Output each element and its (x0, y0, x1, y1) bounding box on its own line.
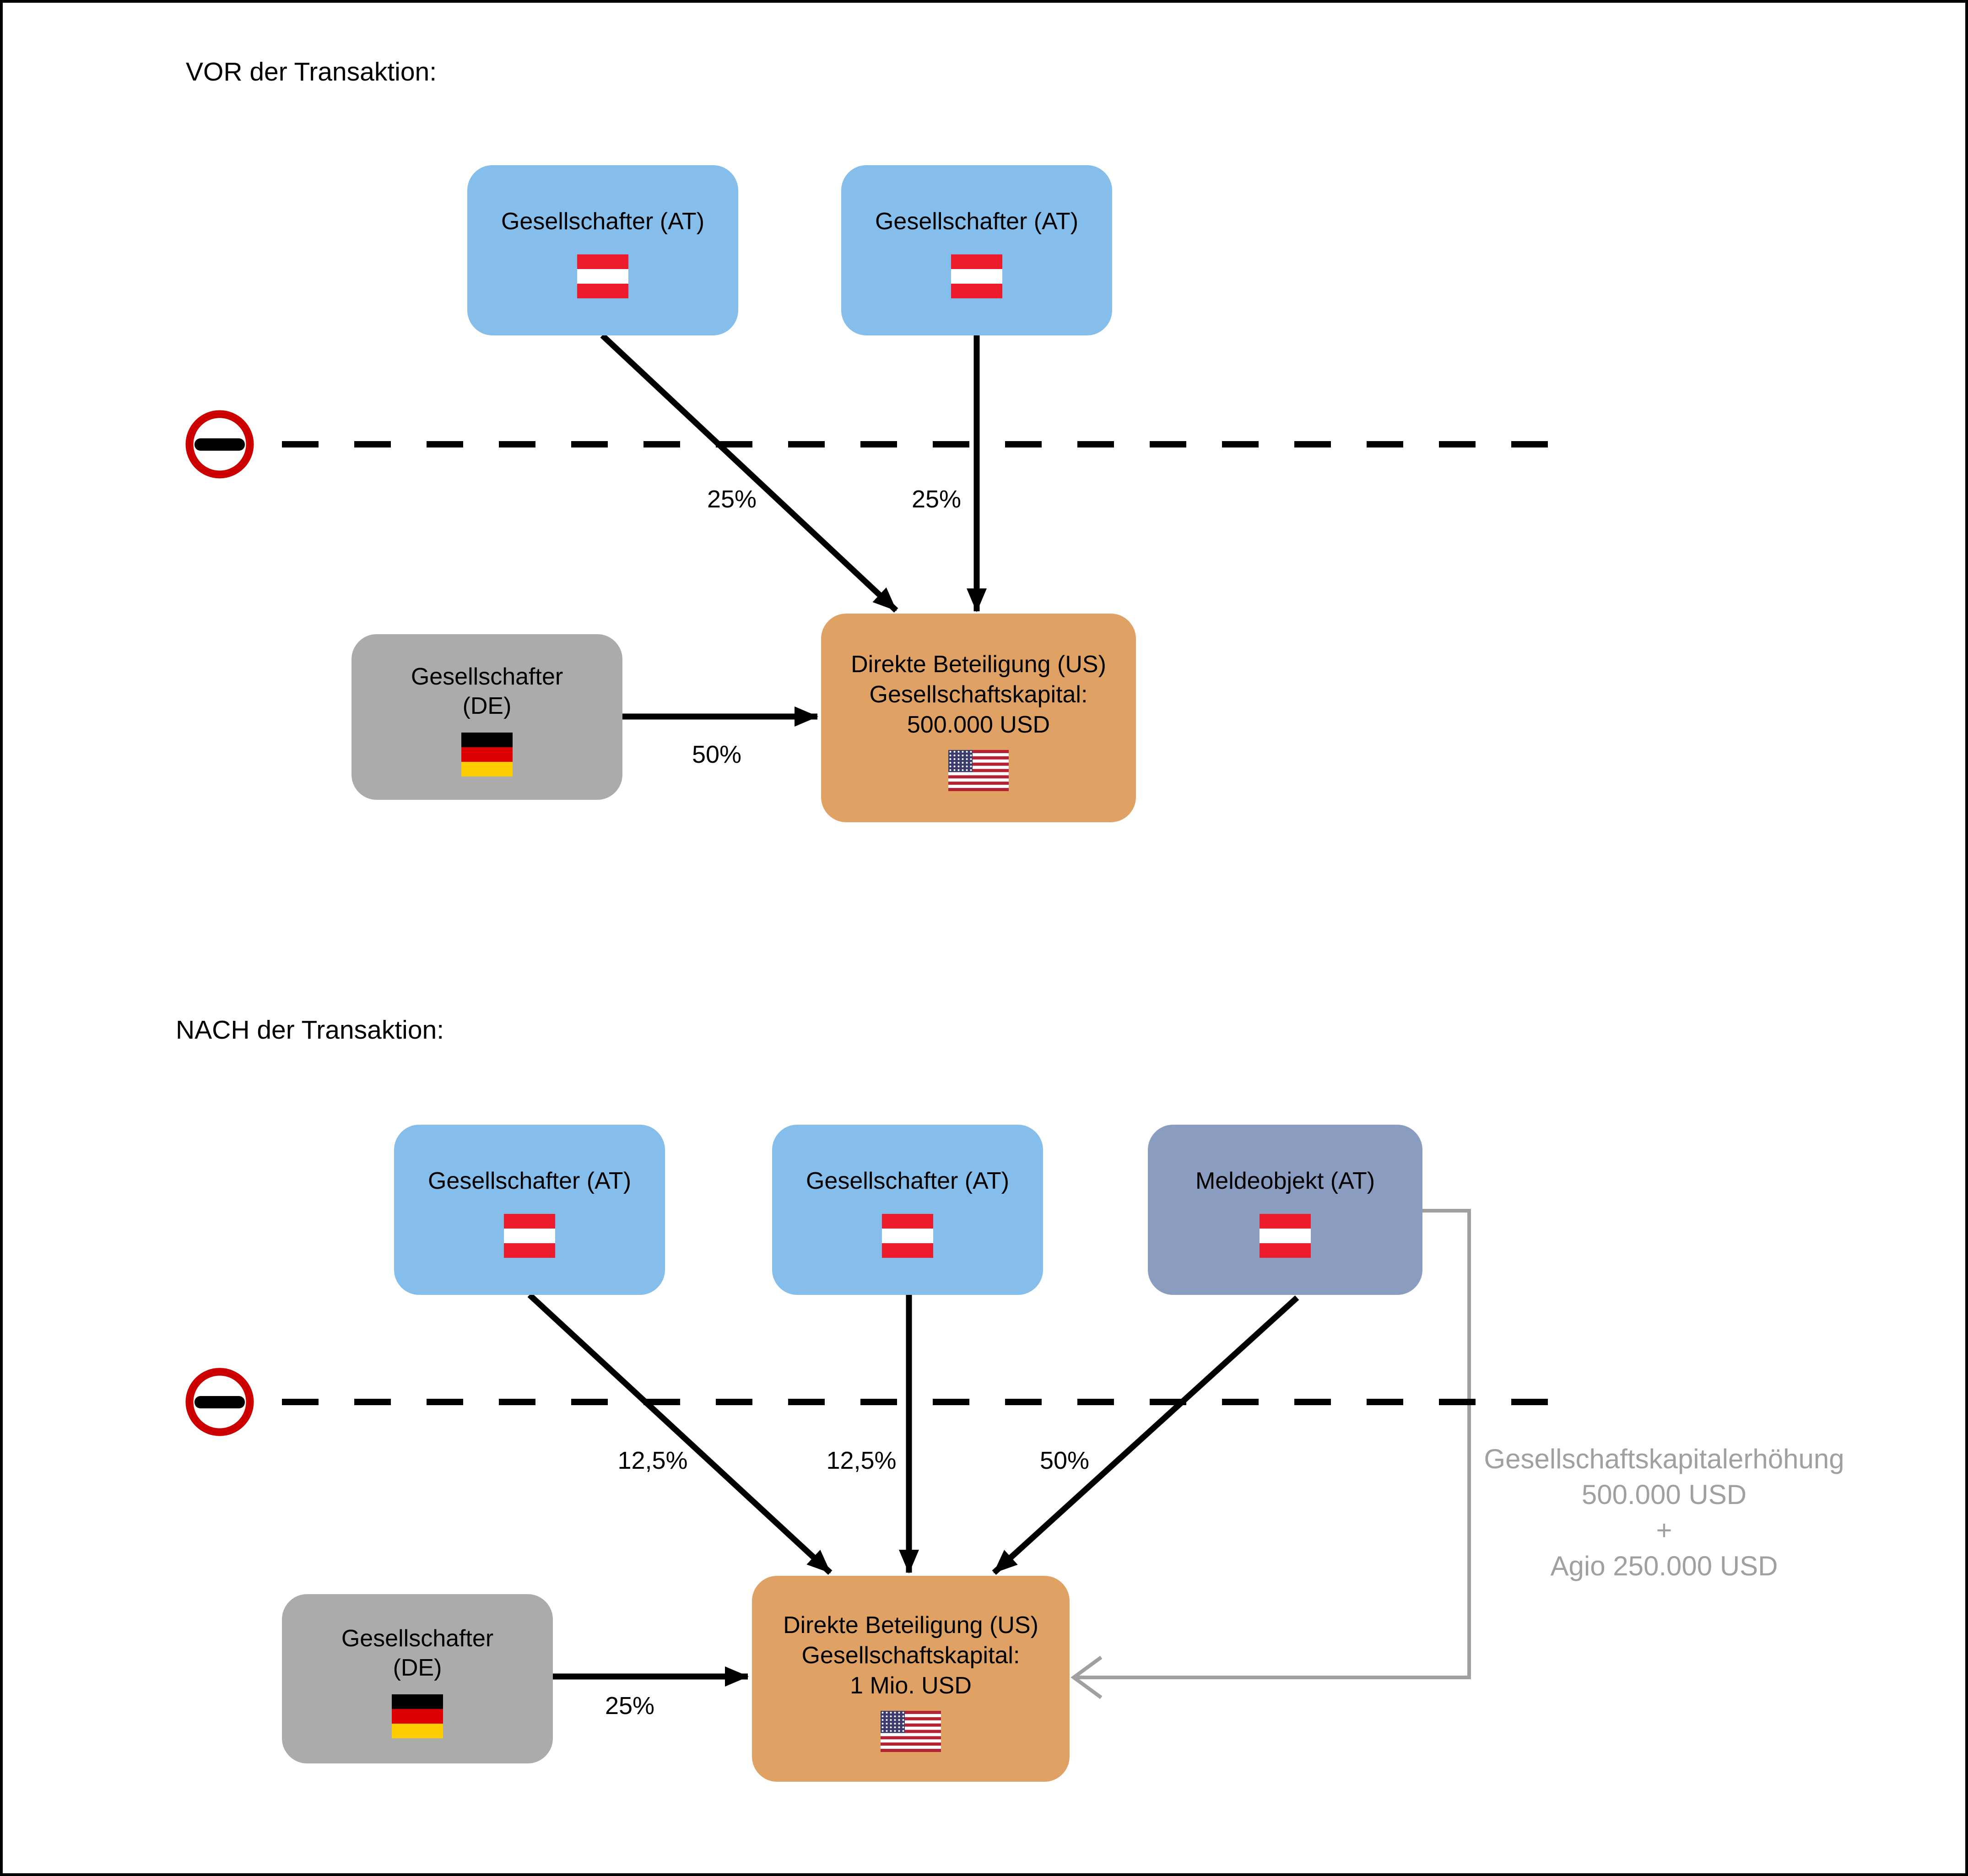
node-label-line: 500.000 USD (907, 712, 1050, 738)
capital-increase-connector-line (1074, 1209, 1471, 1679)
section-title-after: NACH der Transaktion: (176, 1015, 444, 1045)
note-line: + (1656, 1515, 1672, 1546)
node-label-line: 1 Mio. USD (850, 1672, 972, 1699)
edge-label-25pct: 25% (707, 485, 757, 513)
arrow-at1-to-us (600, 333, 898, 613)
germany-flag-icon (392, 1694, 443, 1738)
node-label-line: Gesellschaftskapital: (869, 681, 1088, 708)
usa-flag-icon (881, 1711, 941, 1752)
no-entry-icon (185, 410, 254, 479)
node-gesellschafter-at-2: Gesellschafter (AT) (841, 165, 1112, 335)
capital-increase-arrowhead (1071, 1655, 1103, 1699)
no-entry-icon (185, 1368, 254, 1436)
node-gesellschafter-de: Gesellschafter (DE) (351, 634, 622, 800)
germany-flag-icon (461, 733, 513, 776)
node-label: Meldeobjekt (AT) (1195, 1168, 1375, 1194)
connector-layer (185, 333, 1560, 1699)
node-gesellschafter-at-1-after: Gesellschafter (AT) (394, 1125, 665, 1295)
austria-flag-icon (882, 1214, 933, 1258)
edge-label-25pct: 25% (605, 1692, 655, 1720)
node-label-line: Gesellschaftskapital: (801, 1642, 1020, 1669)
edge-label-12-5pct: 12,5% (617, 1447, 688, 1474)
edge-label-50pct: 50% (692, 741, 742, 768)
edge-label-12-5pct: 12,5% (826, 1447, 897, 1474)
node-label-line: Direkte Beteiligung (US) (783, 1612, 1038, 1639)
note-line: Gesellschaftskapitalerhöhung (1484, 1444, 1844, 1474)
note-line: 500.000 USD (1581, 1479, 1747, 1510)
usa-flag-icon (948, 750, 1009, 791)
austria-flag-icon (1260, 1214, 1311, 1258)
capital-increase-note: Gesellschaftskapitalerhöhung 500.000 USD… (1484, 1441, 1844, 1584)
node-label: Gesellschafter (AT) (427, 1168, 632, 1194)
node-label-line: Gesellschafter (411, 663, 563, 690)
node-direkte-beteiligung-us: Direkte Beteiligung (US) Gesellschaftska… (821, 614, 1136, 822)
arrow-meldeobjekt-to-us (992, 1295, 1299, 1575)
austria-flag-icon (504, 1214, 555, 1258)
edge-label-50pct: 50% (1039, 1447, 1090, 1474)
node-label-line: Gesellschafter (341, 1625, 494, 1652)
node-meldeobjekt-at: Meldeobjekt (AT) (1148, 1125, 1422, 1295)
austria-flag-icon (577, 254, 628, 298)
node-direkte-beteiligung-us-after: Direkte Beteiligung (US) Gesellschaftska… (752, 1576, 1070, 1782)
node-label: Gesellschafter (AT) (875, 208, 1079, 235)
node-label: Gesellschafter (AT) (501, 208, 705, 235)
arrow-at1-to-us-after (527, 1293, 833, 1575)
austria-flag-icon (951, 254, 1002, 298)
node-label-line: (DE) (393, 1655, 442, 1681)
note-line: Agio 250.000 USD (1550, 1551, 1778, 1581)
edge-label-25pct: 25% (911, 485, 962, 513)
node-gesellschafter-at-1: Gesellschafter (AT) (467, 165, 738, 335)
node-gesellschafter-de-after: Gesellschafter (DE) (282, 1594, 553, 1763)
node-label-line: Direkte Beteiligung (US) (851, 651, 1106, 678)
node-gesellschafter-at-2-after: Gesellschafter (AT) (772, 1125, 1043, 1295)
section-title-before: VOR der Transaktion: (186, 57, 437, 86)
node-label-line: (DE) (462, 693, 512, 719)
node-label: Gesellschafter (AT) (806, 1168, 1010, 1194)
